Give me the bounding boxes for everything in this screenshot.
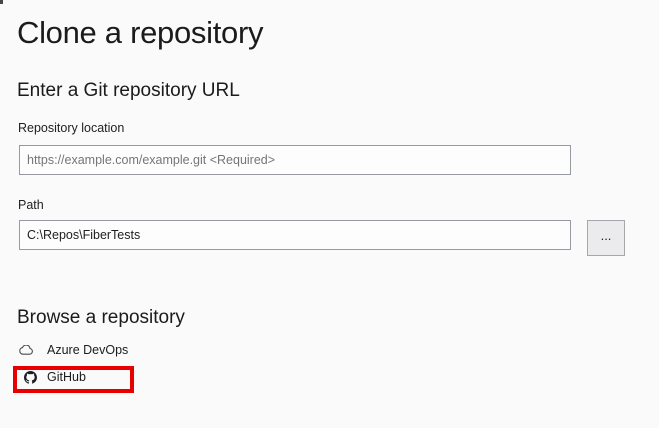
github-icon [24,370,37,384]
provider-label-azure-devops: Azure DevOps [47,343,129,357]
browse-section-heading: Browse a repository [17,307,185,328]
repository-location-label: Repository location [18,121,125,135]
provider-item-azure-devops[interactable]: Azure DevOps [19,343,128,357]
browse-path-button[interactable]: ... [587,220,625,256]
repository-location-input[interactable] [19,145,571,175]
url-section-heading: Enter a Git repository URL [17,80,240,101]
screen-edge-artifact [0,0,3,4]
provider-item-github[interactable]: GitHub [24,370,86,384]
path-label: Path [18,198,44,212]
cloud-icon [19,345,33,355]
path-input[interactable] [19,220,571,250]
page-title: Clone a repository [17,15,264,50]
provider-label-github: GitHub [47,370,86,384]
